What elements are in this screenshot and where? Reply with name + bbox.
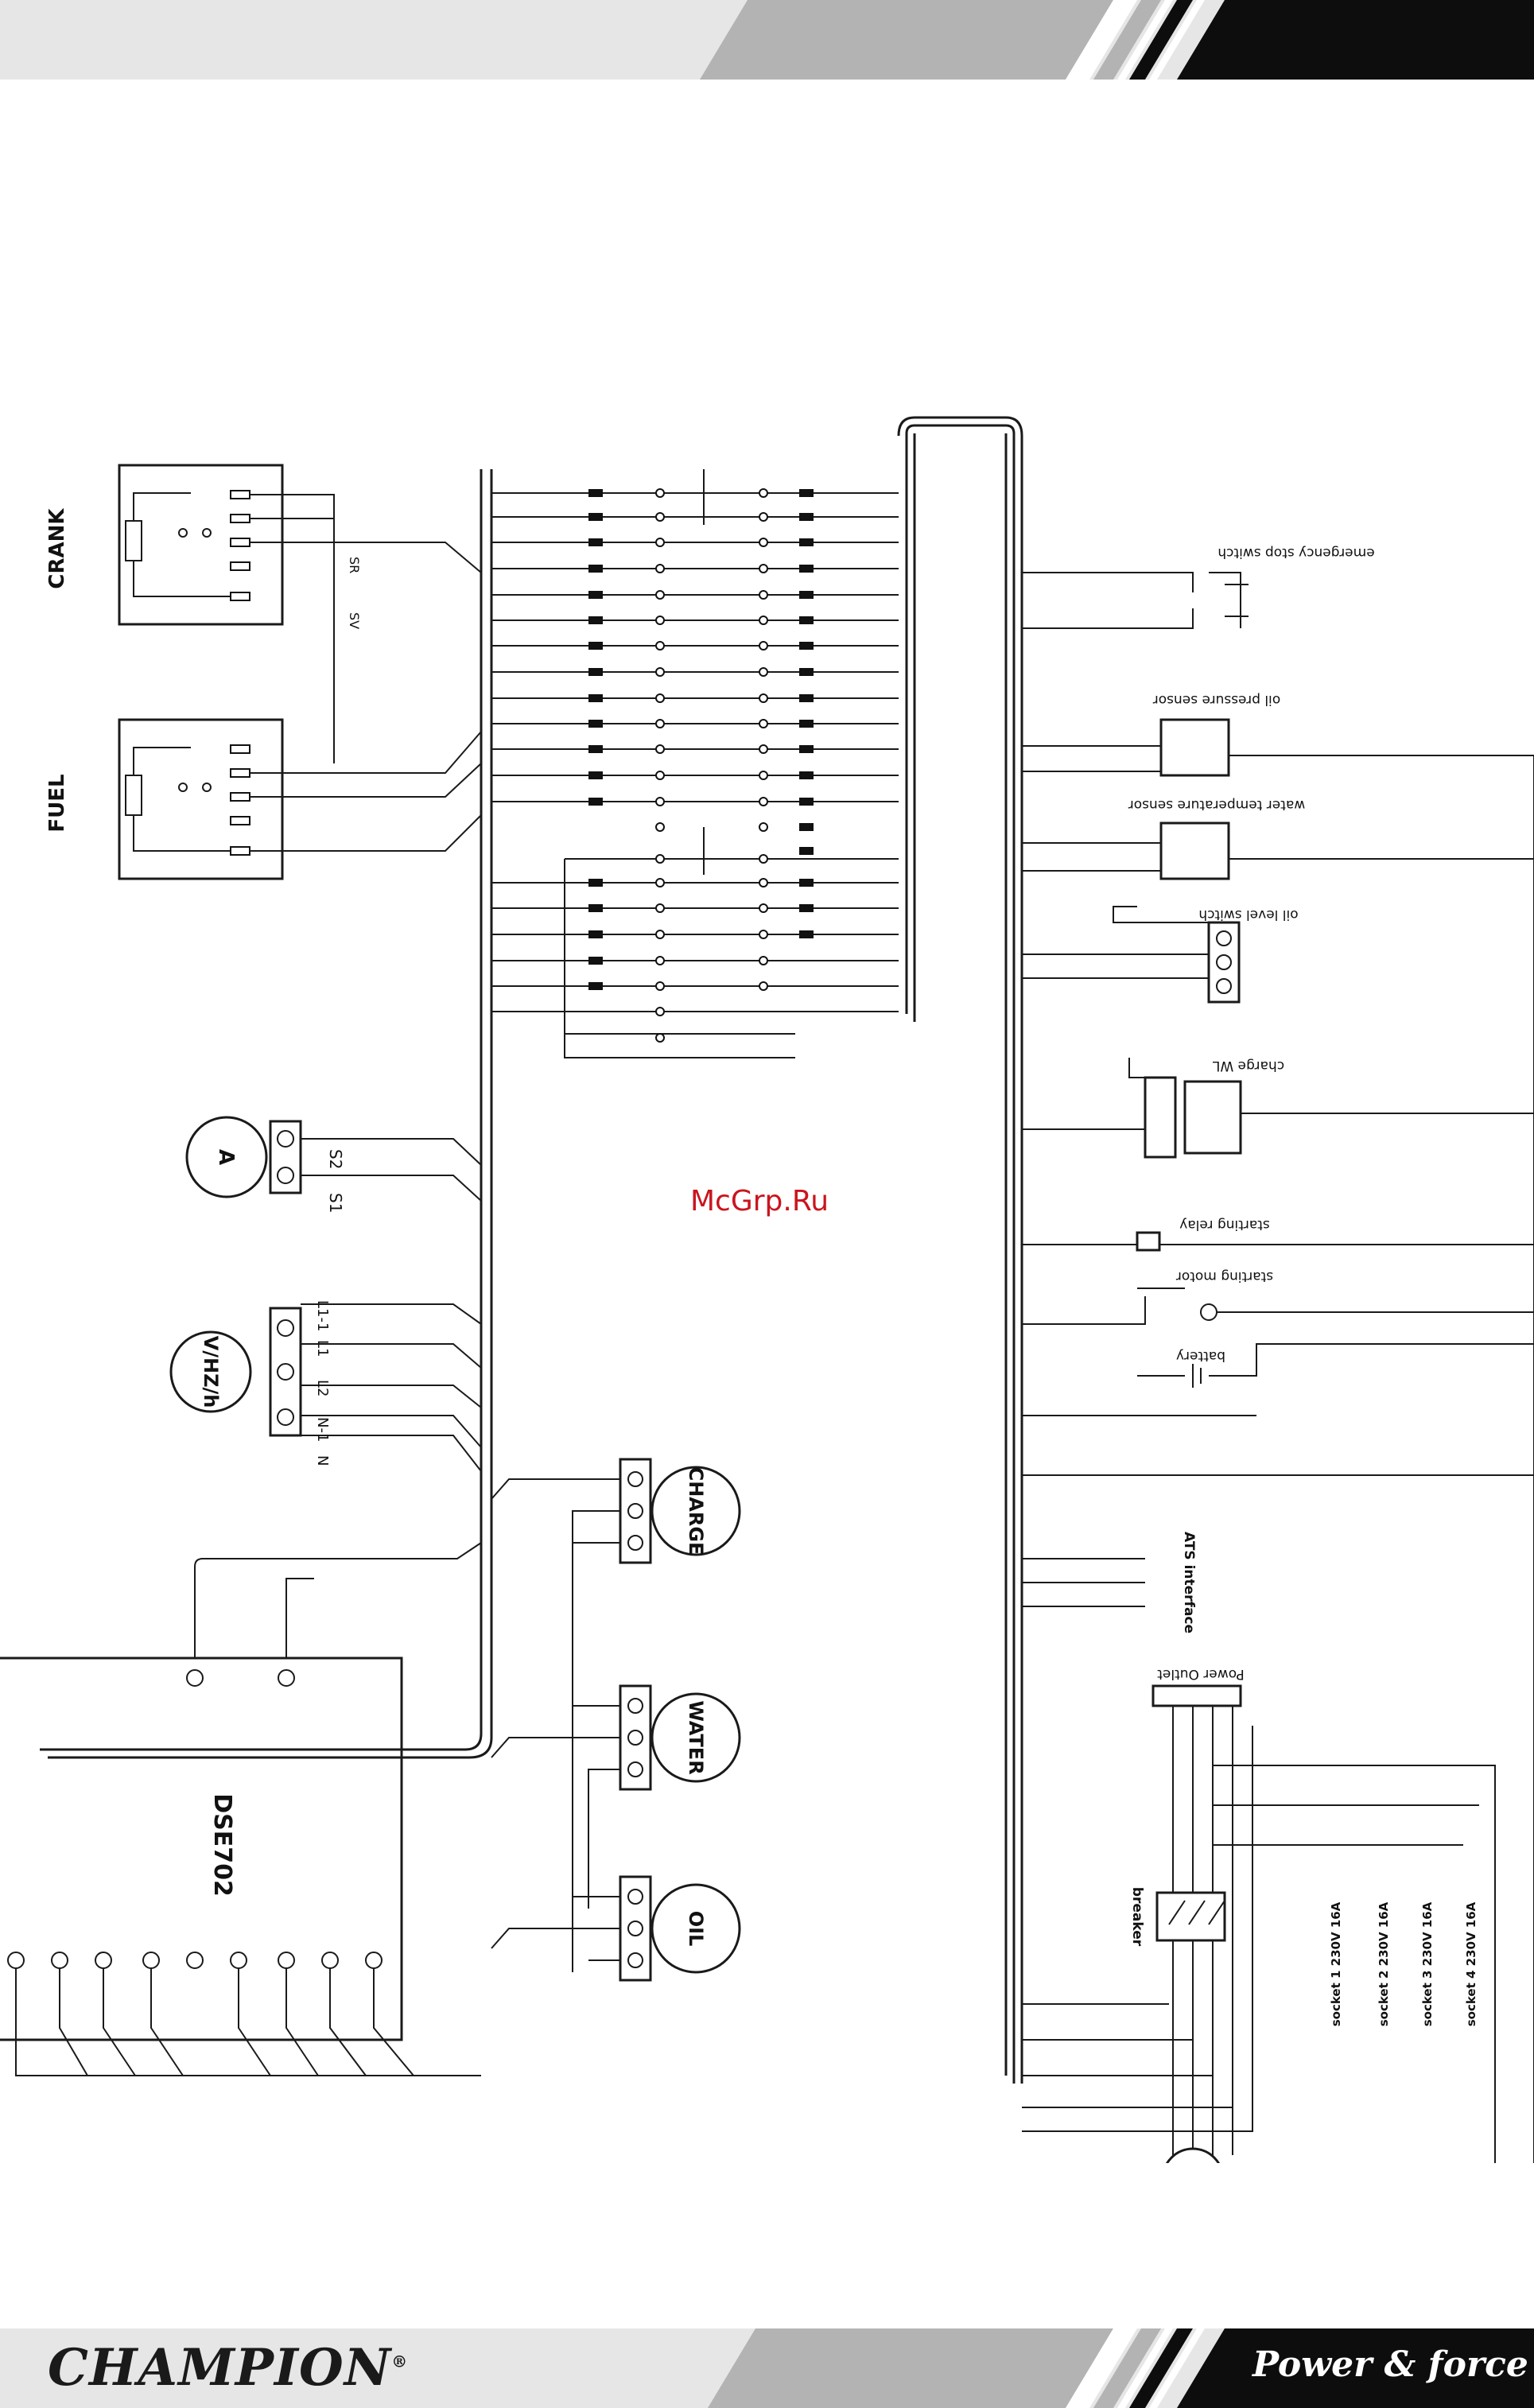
volt-terminal-l1: L1	[314, 1340, 331, 1357]
socket-1-label: socket 1 230V 16A	[1329, 1901, 1343, 2026]
socket-2-label: socket 2 230V 16A	[1377, 1901, 1391, 2026]
battery-label: battery	[1176, 1348, 1225, 1364]
wiring-diagram: CRANK SR SV FUEL	[0, 416, 1534, 2163]
ammeter-terminal-s2: S2	[326, 1149, 345, 1169]
generator: G	[1165, 2147, 1221, 2163]
svg-text:SV: SV	[347, 612, 362, 629]
power-outlet-label: Power Outlet	[1157, 1666, 1245, 1682]
registered-mark: ®	[391, 2352, 409, 2371]
water-label: WATER	[685, 1700, 707, 1774]
oil-indicator: OIL	[491, 1875, 741, 1982]
champion-logo: CHAMPION®	[48, 2338, 408, 2398]
oil-label: OIL	[685, 1911, 707, 1947]
socket-3-label: socket 3 230V 16A	[1420, 1901, 1435, 2026]
terminal-block	[491, 469, 899, 1058]
tagline: Power & force	[1252, 2344, 1528, 2385]
footer-band	[0, 2328, 1534, 2408]
volt-terminal-l1-1: L1-1	[314, 1300, 331, 1331]
water-indicator: WATER	[491, 1684, 741, 1909]
charge-indicator: CHARGE	[491, 1458, 741, 1972]
crank-label: CRANK	[45, 508, 69, 589]
crank-relay: CRANK SR SV	[45, 464, 482, 763]
volt-hz-label: V/HZ/h	[200, 1336, 222, 1408]
starting-relay-label: starting relay	[1179, 1217, 1270, 1233]
ammeter-terminal-s1: S1	[326, 1193, 345, 1213]
oil-level-label: oil level switch	[1198, 907, 1298, 922]
volt-hz-meter: V/HZ/h L1-1 L1 L2 N-1 N	[169, 1300, 482, 1472]
emergency-stop-label: emergency stop switch	[1217, 545, 1374, 561]
ats-interface-label: ATS interface	[1181, 1532, 1197, 1633]
charge-label: CHARGE	[685, 1467, 707, 1555]
fuel-relay: FUEL	[45, 718, 482, 880]
breaker-label: breaker	[1129, 1887, 1145, 1947]
right-components: emergency stop switch oil pressure senso…	[1022, 545, 1534, 2163]
header-band	[0, 0, 1534, 80]
oil-pressure-label: oil pressure sensor	[1153, 692, 1280, 708]
brand-name: CHAMPION	[48, 2338, 392, 2398]
ammeter-label: A	[214, 1149, 238, 1165]
ammeter: A S2 S1	[185, 1116, 482, 1213]
socket-4-label: socket 4 230V 16A	[1464, 1901, 1478, 2026]
charge-wl-label: charge WL	[1212, 1058, 1284, 1074]
fuel-label: FUEL	[45, 774, 69, 832]
dse702-label: DSE702	[208, 1793, 236, 1897]
volt-terminal-l2: L2	[314, 1380, 331, 1396]
volt-terminal-n-1: N-1	[314, 1417, 331, 1442]
water-temp-label: water temperature sensor	[1128, 797, 1305, 813]
volt-terminal-n: N	[314, 1455, 331, 1466]
watermark: McGrp.Ru	[690, 1185, 829, 1218]
dse702-controller: DSE702	[0, 1542, 482, 2076]
starting-motor-label: starting motor	[1176, 1268, 1273, 1284]
svg-text:SR: SR	[347, 557, 362, 573]
